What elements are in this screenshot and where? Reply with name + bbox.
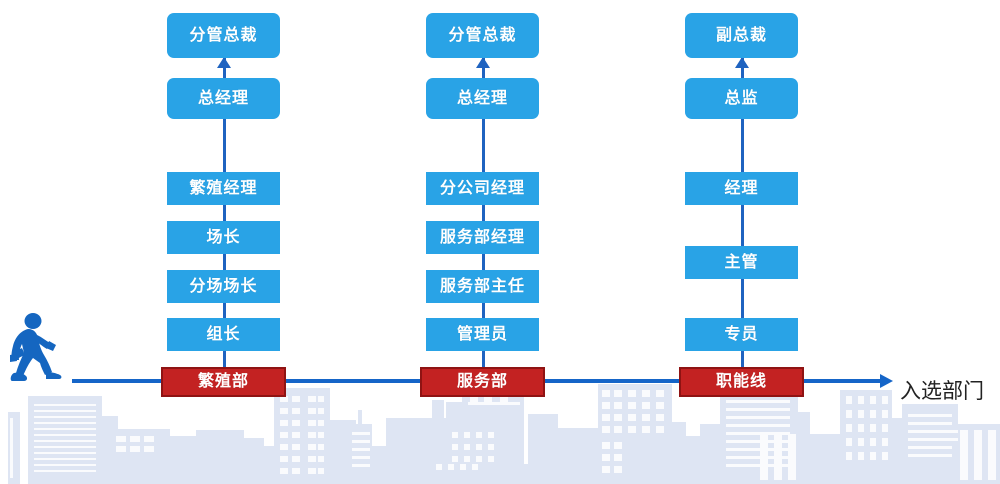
node-fenchang-changzhang[interactable]: 分场场长 — [167, 270, 280, 303]
node-zhuanyuan[interactable]: 专员 — [685, 318, 798, 351]
node-zhuguan[interactable]: 主管 — [685, 246, 798, 279]
node-zongjian[interactable]: 总监 — [685, 78, 798, 119]
running-person-icon — [10, 313, 62, 381]
connector-line — [741, 57, 744, 83]
cityscape-background — [8, 384, 1000, 484]
connector-line — [223, 57, 226, 83]
node-zuzhang[interactable]: 组长 — [167, 318, 280, 351]
node-zong-jingli[interactable]: 总经理 — [426, 78, 539, 119]
axis-arrowhead-icon — [880, 374, 893, 388]
node-department-fuwubu[interactable]: 服务部 — [420, 367, 545, 397]
node-fanzhi-jingli[interactable]: 繁殖经理 — [167, 172, 280, 205]
node-fengongsi-jingli[interactable]: 分公司经理 — [426, 172, 539, 205]
node-department-fanzhibu[interactable]: 繁殖部 — [161, 367, 286, 397]
node-changzhang[interactable]: 场长 — [167, 221, 280, 254]
node-jingli[interactable]: 经理 — [685, 172, 798, 205]
axis-label: 入选部门 — [900, 380, 984, 403]
connector-arrowhead-icon — [476, 57, 490, 68]
node-department-zhinengxian[interactable]: 职能线 — [679, 367, 804, 397]
connector-arrowhead-icon — [735, 57, 749, 68]
node-fenguan-zongcai[interactable]: 分管总裁 — [426, 13, 539, 58]
node-fuwubu-zhuren[interactable]: 服务部主任 — [426, 270, 539, 303]
node-fenguan-zongcai[interactable]: 分管总裁 — [167, 13, 280, 58]
node-fu-zongcai[interactable]: 副总裁 — [685, 13, 798, 58]
node-guanliyuan[interactable]: 管理员 — [426, 318, 539, 351]
connector-arrowhead-icon — [217, 57, 231, 68]
connector-line — [482, 57, 485, 83]
node-zong-jingli[interactable]: 总经理 — [167, 78, 280, 119]
node-fuwubu-jingli[interactable]: 服务部经理 — [426, 221, 539, 254]
